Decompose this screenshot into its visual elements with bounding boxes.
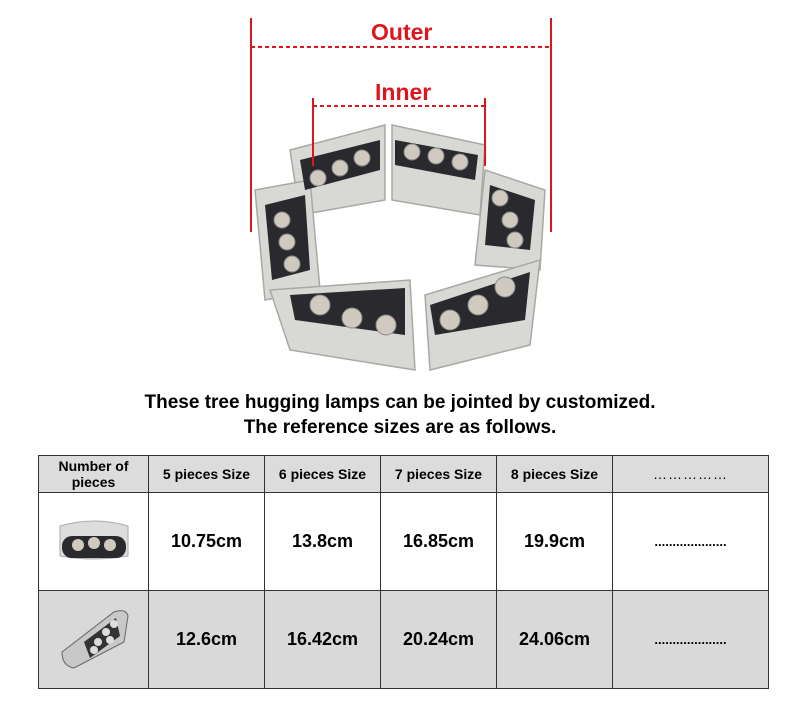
cell-more: .................... xyxy=(612,590,769,689)
header-8-pieces: 8 pieces Size xyxy=(496,455,613,493)
cell-more: .................... xyxy=(612,492,769,591)
header-number-of-pieces: Number of pieces xyxy=(38,455,149,493)
header-5-pieces: 5 pieces Size xyxy=(148,455,265,493)
table-header-row: Number of pieces 5 pieces Size 6 pieces … xyxy=(38,455,769,493)
caption-line-1: These tree hugging lamps can be jointed … xyxy=(144,392,656,413)
cell-6-pieces: 16.42cm xyxy=(264,590,381,689)
table-row: 10.75cm 13.8cm 16.85cm 19.9cm ..........… xyxy=(38,492,769,591)
cell-7-pieces: 20.24cm xyxy=(380,590,497,689)
cell-6-pieces: 13.8cm xyxy=(264,492,381,591)
size-table: Number of pieces 5 pieces Size 6 pieces … xyxy=(38,455,769,689)
table-row: 12.6cm 16.42cm 20.24cm 24.06cm .........… xyxy=(38,590,769,689)
inner-label: Inner xyxy=(375,79,432,105)
outer-label: Outer xyxy=(371,19,433,45)
header-6-pieces: 6 pieces Size xyxy=(264,455,381,493)
cell-5-pieces: 10.75cm xyxy=(148,492,265,591)
caption-line-2: The reference sizes are as follows. xyxy=(243,417,557,438)
tree-hugging-lamp-ring-image xyxy=(250,18,552,371)
cell-8-pieces: 24.06cm xyxy=(496,590,613,689)
six-lens-lamp-image xyxy=(38,590,149,689)
cell-8-pieces: 19.9cm xyxy=(496,492,613,591)
three-lens-lamp-image xyxy=(38,492,149,591)
header-more: …………… xyxy=(612,455,769,493)
header-7-pieces: 7 pieces Size xyxy=(380,455,497,493)
cell-5-pieces: 12.6cm xyxy=(148,590,265,689)
cell-7-pieces: 16.85cm xyxy=(380,492,497,591)
